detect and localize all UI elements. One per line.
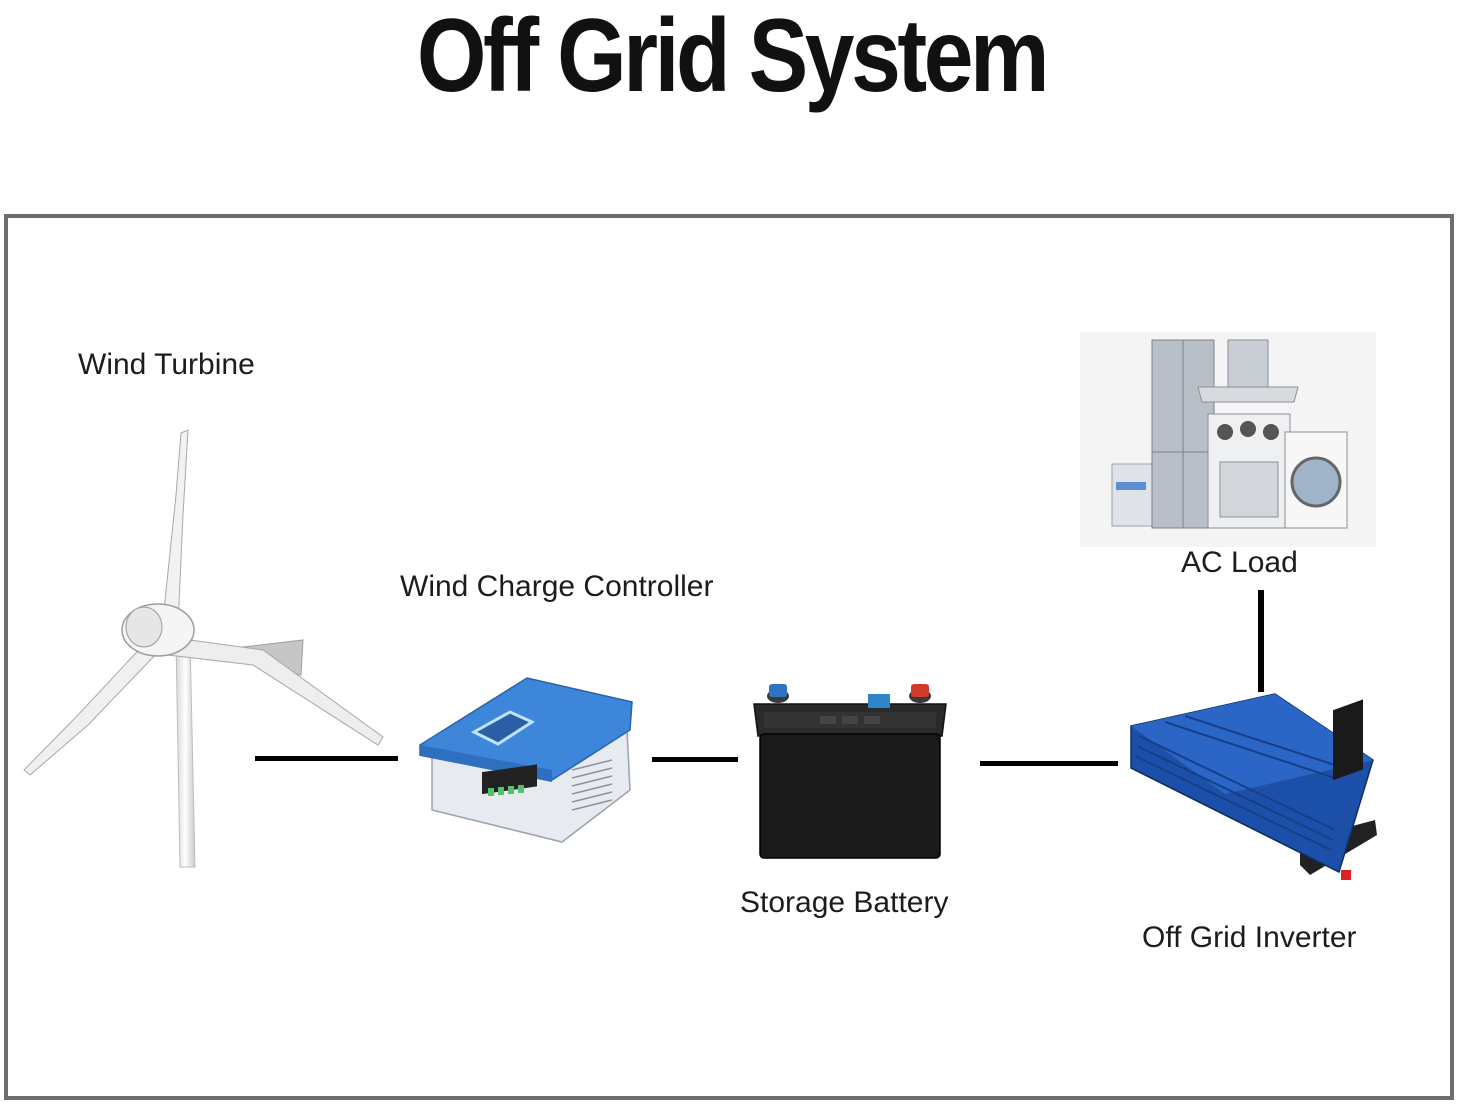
inverter-label: Off Grid Inverter [1142,921,1357,954]
ac-load-label: AC Load [1181,546,1298,579]
page-title: Off Grid System [416,0,1050,114]
charge-controller-label: Wind Charge Controller [400,570,714,603]
wind-turbine-icon [23,429,384,868]
inverter-icon [1130,693,1377,880]
battery-icon [753,684,947,859]
storage-battery-label: Storage Battery [740,886,949,919]
wind-turbine-label: Wind Turbine [78,348,255,381]
wire-controller-battery [652,757,738,762]
wire-turbine-controller [255,756,398,761]
appliances-icon [1080,332,1376,547]
charge-controller-icon [419,677,633,843]
diagram-frame [4,214,1454,1100]
wire-inverter-acload [1258,590,1264,692]
wire-battery-inverter [980,761,1118,766]
